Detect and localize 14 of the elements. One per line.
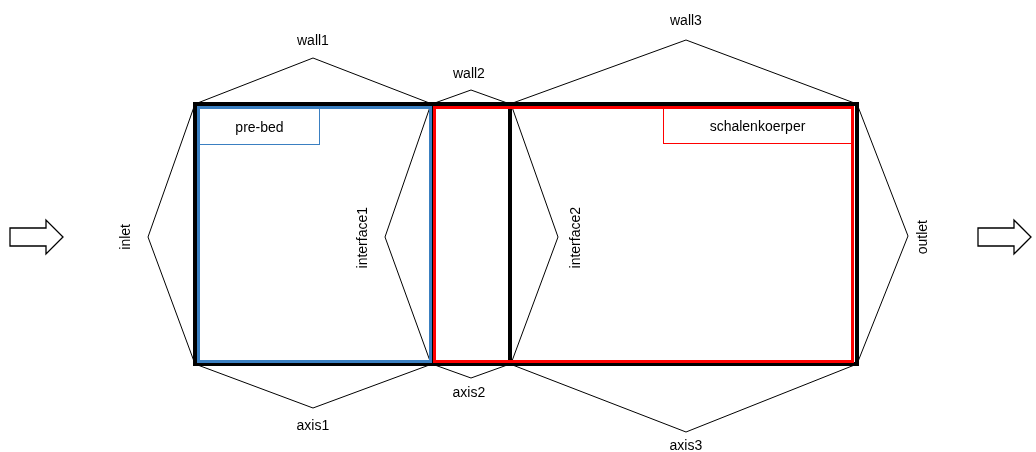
- boundary-label: wall2: [453, 65, 485, 81]
- boundary-label: axis2: [452, 384, 486, 400]
- boundary-label: outlet: [914, 220, 930, 255]
- region-box: [197, 106, 432, 363]
- boundary-label: axis1: [296, 417, 330, 433]
- region-label: pre-bed: [200, 109, 320, 145]
- boundary-label: interface2: [567, 206, 583, 268]
- boundary-label: inlet: [117, 224, 133, 250]
- boundary-label: wall3: [670, 12, 702, 28]
- boundary-label: axis3: [669, 437, 703, 452]
- boundary-label: wall1: [297, 32, 329, 48]
- boundary-label: interface1: [354, 206, 370, 268]
- region-label: schalenkoerper: [663, 109, 851, 144]
- region-box: [433, 106, 854, 363]
